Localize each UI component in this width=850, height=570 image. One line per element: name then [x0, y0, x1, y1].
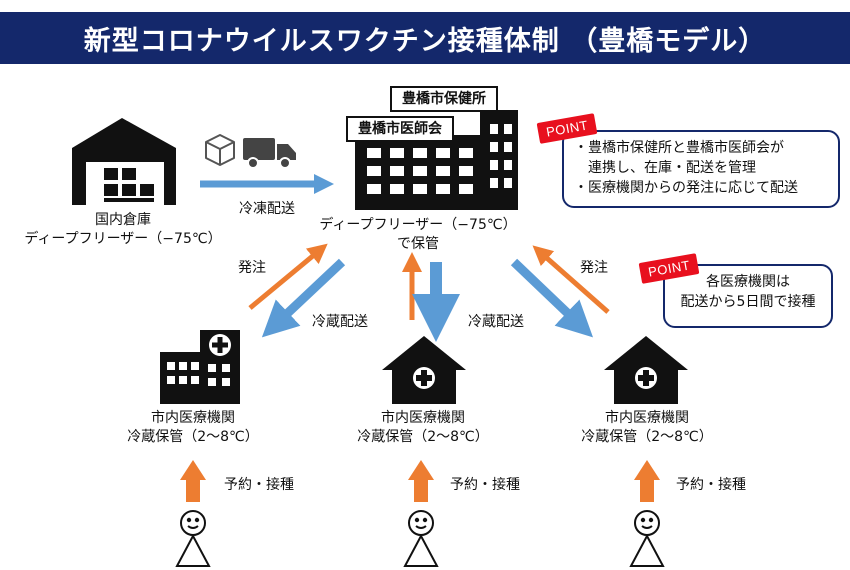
- health-center-label: 豊橋市保健所: [390, 86, 498, 112]
- clinic1-line2: 冷蔵保管（2〜8℃）: [127, 429, 259, 445]
- center-storage-label: ディープフリーザー（−75℃） で保管: [318, 216, 518, 254]
- point1-line1: ・豊橋市保健所と豊橋市医師会が: [574, 140, 784, 156]
- point1-line3: ・医療機関からの発注に応じて配送: [574, 180, 798, 196]
- frozen-delivery-label: 冷凍配送: [239, 201, 295, 217]
- clinic1-line1: 市内医療機関: [151, 410, 235, 426]
- point1-line2: 連携し、在庫・配送を管理: [574, 160, 756, 176]
- cold-delivery-arrow-left: [261, 258, 346, 338]
- order-arrow-left: [248, 243, 328, 310]
- person-icon: [403, 510, 439, 567]
- point2-line1: 各医療機関は: [706, 274, 790, 290]
- order-label-right: 発注: [580, 260, 608, 276]
- package-icon: [205, 134, 235, 166]
- person-icon: [175, 510, 211, 567]
- person-icon: [629, 510, 665, 567]
- frozen-delivery-arrow: [200, 174, 334, 194]
- clinic2-line1: 市内医療機関: [381, 410, 465, 426]
- center-line1: ディープフリーザー（−75℃）: [319, 217, 517, 233]
- warehouse-line2: ディープフリーザー（−75℃）: [24, 231, 222, 247]
- page-title: 新型コロナウイルスワクチン接種体制 （豊橋モデル）: [83, 25, 767, 57]
- order-arrow-right: [532, 245, 610, 314]
- truck-icon: [243, 138, 296, 169]
- title-bar: 新型コロナウイルスワクチン接種体制 （豊橋モデル）: [0, 12, 850, 64]
- cold-delivery-label-mid: 冷蔵配送: [468, 314, 524, 330]
- reservation-arrow-right: [634, 460, 660, 502]
- reservation-label-right: 予約・接種: [676, 477, 746, 493]
- clinic2-line2: 冷蔵保管（2〜8℃）: [357, 429, 489, 445]
- reservation-label-left: 予約・接種: [224, 477, 294, 493]
- clinic-label-3: 市内医療機関 冷蔵保管（2〜8℃）: [572, 409, 722, 447]
- building-icon: [355, 110, 518, 210]
- house-clinic-icon: [604, 336, 688, 404]
- hospital-icon: [160, 330, 240, 404]
- medical-association-label: 豊橋市医師会: [346, 116, 454, 142]
- clinic-label-2: 市内医療機関 冷蔵保管（2〜8℃）: [348, 409, 498, 447]
- point2-line2: 配送から5日間で接種: [680, 294, 816, 310]
- clinic-label-1: 市内医療機関 冷蔵保管（2〜8℃）: [118, 409, 268, 447]
- reservation-label-mid: 予約・接種: [450, 477, 520, 493]
- center-line2: で保管: [397, 236, 439, 252]
- reservation-arrow-left: [180, 460, 206, 502]
- warehouse-line1: 国内倉庫: [95, 212, 151, 228]
- reservation-arrow-mid: [408, 460, 434, 502]
- cold-delivery-arrow-right: [510, 258, 594, 338]
- point-callout-1: ・豊橋市保健所と豊橋市医師会が 連携し、在庫・配送を管理 ・医療機関からの発注に…: [562, 130, 840, 208]
- house-clinic-icon: [382, 336, 466, 404]
- clinic3-line2: 冷蔵保管（2〜8℃）: [581, 429, 713, 445]
- cold-delivery-label-left: 冷蔵配送: [312, 314, 368, 330]
- warehouse-label: 国内倉庫 ディープフリーザー（−75℃）: [18, 211, 228, 249]
- clinic3-line1: 市内医療機関: [605, 410, 689, 426]
- warehouse-icon: [72, 118, 176, 205]
- order-label-left: 発注: [238, 260, 266, 276]
